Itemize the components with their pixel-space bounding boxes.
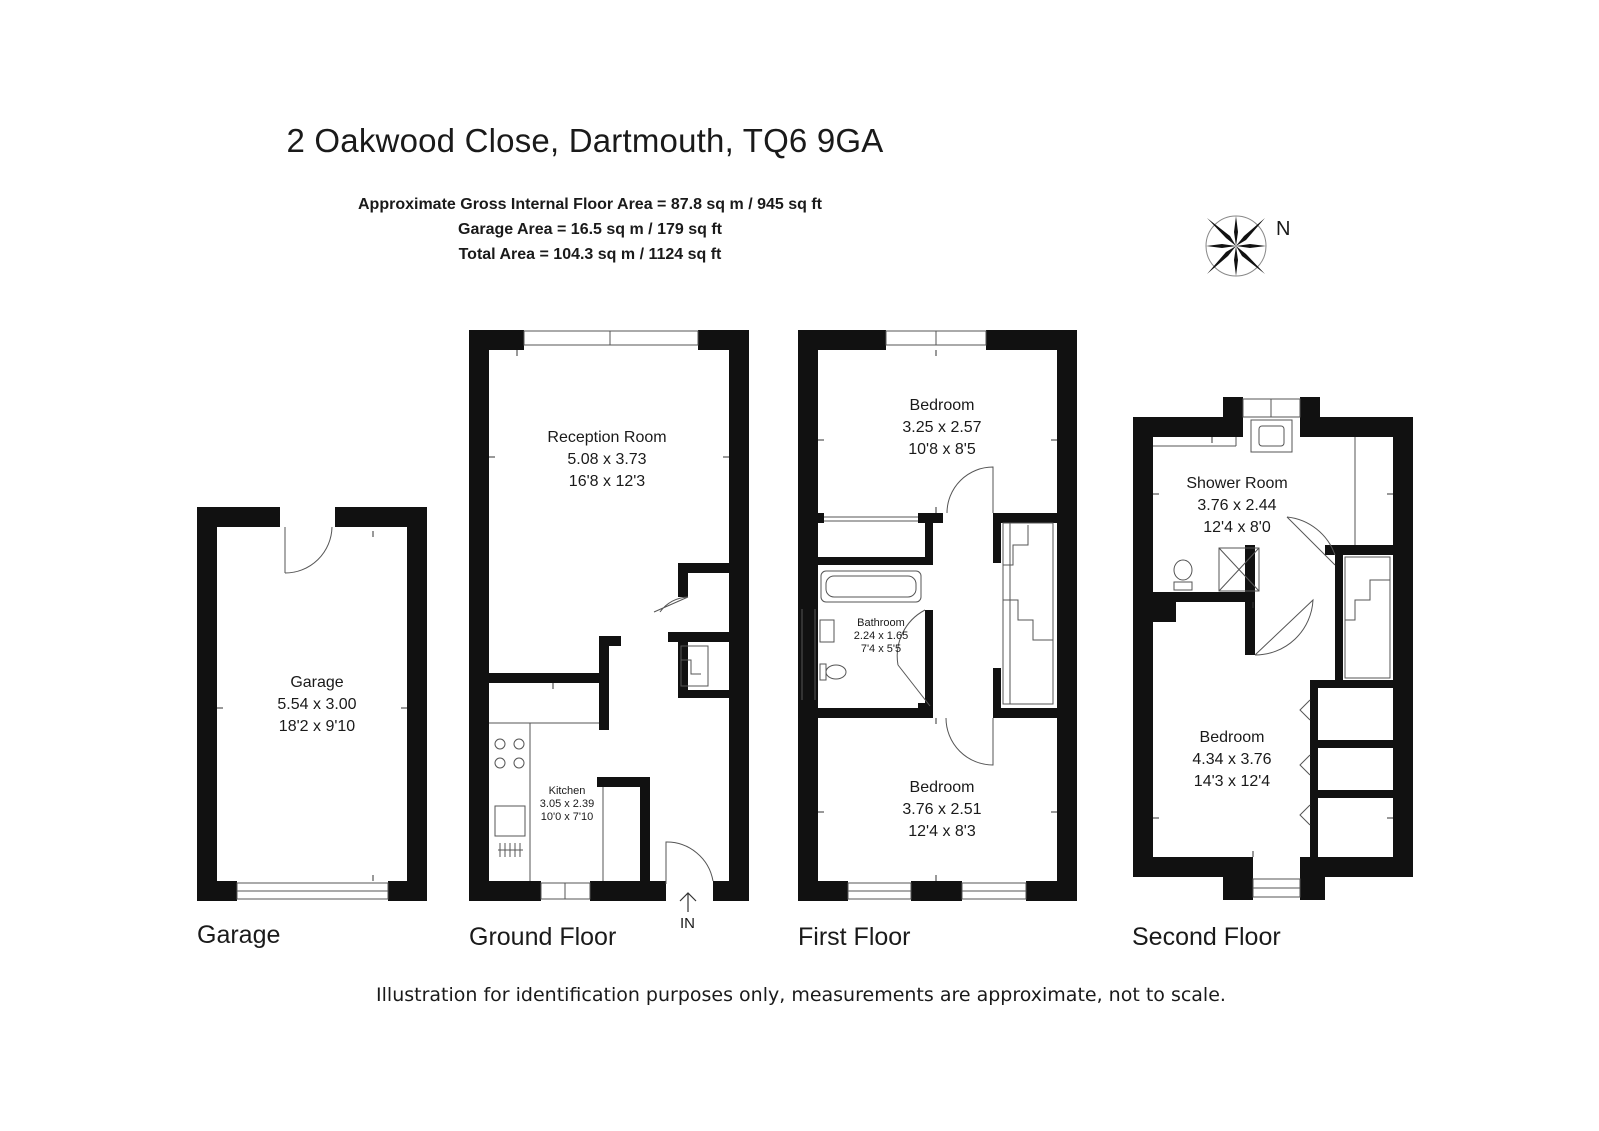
room-kitchen: Kitchen 3.05 x 2.39 10'0 x 7'10 [535,785,599,824]
second-floor-lines [1153,398,1391,898]
room-reception: Reception Room 5.08 x 3.73 16'8 x 12'3 [527,427,687,493]
room-metric: 5.08 x 3.73 [567,451,647,468]
room-name: Kitchen [548,785,586,797]
room-imperial: 12'4 x 8'0 [1203,519,1271,536]
room-second-bedroom: Bedroom 4.34 x 3.76 14'3 x 12'4 [1172,727,1292,793]
first-floor-lines [801,330,1054,900]
room-imperial: 12'4 x 8'3 [908,823,976,840]
area-summary: Approximate Gross Internal Floor Area = … [0,192,1180,267]
garage-plan [197,507,427,901]
room-metric: 3.76 x 2.44 [1197,497,1277,514]
room-imperial: 7'4 x 5'5 [860,643,902,655]
room-name: Bathroom [857,617,905,629]
page-title: 2 Oakwood Close, Dartmouth, TQ6 9GA [286,122,884,159]
compass-rose-icon [1205,215,1267,277]
room-first-bedroom-rear: Bedroom 3.76 x 2.51 12'4 x 8'3 [882,777,1002,843]
room-name: Bedroom [909,779,975,796]
room-imperial: 14'3 x 12'4 [1193,773,1271,790]
room-shower-room: Shower Room 3.76 x 2.44 12'4 x 8'0 [1172,473,1302,539]
ground-floor-plan [469,330,749,901]
room-metric: 2.24 x 1.65 [853,630,909,642]
room-imperial: 18'2 x 9'10 [278,718,356,735]
garage-lines [236,526,389,900]
ground-floor-lines [489,330,714,900]
dimension-markers [217,350,1393,881]
room-name: Reception Room [547,429,667,446]
floor-label-first: First Floor [798,923,911,951]
entrance-arrow-icon [679,892,697,912]
north-label: N [1276,218,1291,240]
room-bathroom: Bathroom 2.24 x 1.65 7'4 x 5'5 [846,617,916,656]
room-metric: 4.34 x 3.76 [1192,751,1272,768]
entrance-label: IN [680,915,695,932]
floor-label-garage: Garage [197,921,281,949]
room-name: Garage [290,674,344,691]
disclaimer-text: Illustration for identification purposes… [376,984,1226,1006]
second-floor-plan [1133,397,1413,900]
first-floor-plan [798,330,1077,901]
garage-area-text: Garage Area = 16.5 sq m / 179 sq ft [458,221,722,238]
room-name: Shower Room [1186,475,1288,492]
room-imperial: 16'8 x 12'3 [568,473,646,490]
room-first-bedroom-front: Bedroom 3.25 x 2.57 10'8 x 8'5 [882,395,1002,461]
room-name: Bedroom [1199,729,1265,746]
room-metric: 3.05 x 2.39 [539,798,595,810]
room-metric: 3.25 x 2.57 [902,419,982,436]
room-metric: 5.54 x 3.00 [277,696,357,713]
total-area-text: Total Area = 104.3 sq m / 1124 sq ft [458,246,722,263]
room-metric: 3.76 x 2.51 [902,801,982,818]
room-garage: Garage 5.54 x 3.00 18'2 x 9'10 [257,672,377,738]
room-name: Bedroom [909,397,975,414]
floor-label-ground: Ground Floor [469,923,617,951]
gross-area-text: Approximate Gross Internal Floor Area = … [358,196,822,213]
floor-label-second: Second Floor [1132,923,1281,951]
room-imperial: 10'0 x 7'10 [540,811,594,823]
room-imperial: 10'8 x 8'5 [908,441,976,458]
